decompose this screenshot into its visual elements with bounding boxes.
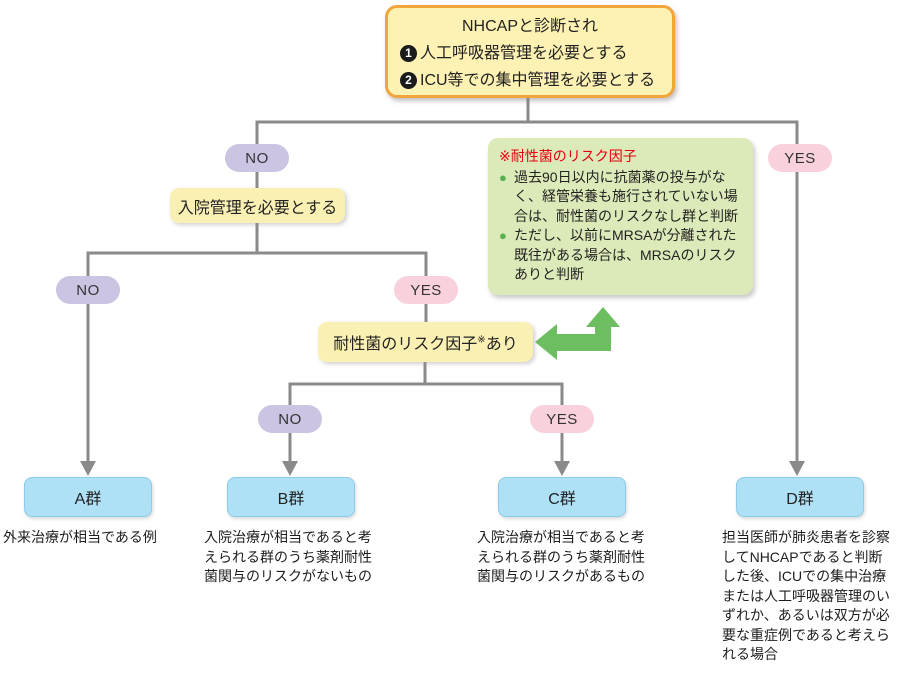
decision-pill-no-level3: NO	[258, 405, 322, 433]
arrowhead-down-icon	[554, 461, 570, 476]
risk-factor-note-box: ※耐性菌のリスク因子 ● 過去90日以内に抗菌薬の投与がなく、経管栄養も施行され…	[488, 138, 753, 295]
group-desc-d: 担当医師が肺炎患者を診察してNHCAPであると判断した後、ICUでの集中治療また…	[722, 529, 890, 662]
group-desc-a: 外来治療が相当である例	[3, 529, 157, 545]
note-bullet-2: ● ただし、以前にMRSAが分離された既往がある場合は、MRSAのリスクありと判…	[499, 226, 742, 285]
arrowhead-down-icon	[80, 461, 96, 476]
note-bullet-1: ● 過去90日以内に抗菌薬の投与がなく、経管栄養も施行されていない場合は、耐性菌…	[499, 168, 742, 227]
bullet-dot-icon: ●	[499, 169, 507, 185]
decision-pill-yes-level3: YES	[530, 405, 594, 433]
root-title: NHCAPと診断され	[461, 18, 598, 35]
resistance-risk-main: 耐性菌のリスク因子	[333, 336, 478, 353]
group-desc-c: 入院治療が相当であると考えられる群のうち薬剤耐性菌関与のリスクがあるもの	[477, 529, 645, 584]
resistance-risk-box: 耐性菌のリスク因子※あり	[318, 322, 533, 362]
group-desc-b: 入院治療が相当であると考えられる群のうち薬剤耐性菌関与のリスクがないもの	[204, 529, 372, 584]
connector-branch3	[288, 382, 564, 462]
decision-pill-no-level1: NO	[225, 144, 289, 172]
circled-one-icon: 1	[400, 45, 417, 62]
root-condition-box: NHCAPと診断され 1 人工呼吸器管理を必要とする 2 ICU等での集中管理を…	[385, 5, 675, 98]
note-title: ※耐性菌のリスク因子	[499, 148, 637, 164]
resistance-risk-suffix: あり	[485, 336, 518, 353]
decision-pill-yes-level1: YES	[768, 144, 832, 172]
group-box-c: C群	[498, 477, 626, 517]
note-bullet-2-text: ただし、以前にMRSAが分離された既往がある場合は、MRSAのリスクありと判断	[514, 227, 737, 282]
group-box-d: D群	[736, 477, 864, 517]
decision-pill-no-level2: NO	[56, 276, 120, 304]
root-item-2: 2 ICU等での集中管理を必要とする	[400, 67, 660, 94]
bullet-dot-icon: ●	[499, 228, 507, 243]
note-bullet-1-text: 過去90日以内に抗菌薬の投与がなく、経管栄養も施行されていない場合は、耐性菌のリ…	[514, 168, 738, 224]
root-item-1-text: 人工呼吸器管理を必要とする	[420, 45, 628, 62]
root-item-1: 1 人工呼吸器管理を必要とする	[400, 40, 660, 67]
resistance-risk-label: 耐性菌のリスク因子※あり	[333, 330, 517, 354]
arrowhead-down-icon	[282, 461, 298, 476]
circled-two-icon: 2	[400, 72, 417, 89]
arrowhead-down-icon	[789, 461, 805, 476]
hospital-management-label: 入院管理を必要とする	[177, 199, 338, 217]
decision-pill-yes-level2: YES	[394, 276, 458, 304]
reference-mark: ※	[477, 334, 486, 346]
hospital-management-box: 入院管理を必要とする	[170, 188, 345, 223]
root-item-2-text: ICU等での集中管理を必要とする	[420, 72, 656, 89]
double-headed-green-arrow-icon	[535, 307, 620, 360]
group-box-b: B群	[227, 477, 355, 517]
group-box-a: A群	[24, 477, 152, 517]
